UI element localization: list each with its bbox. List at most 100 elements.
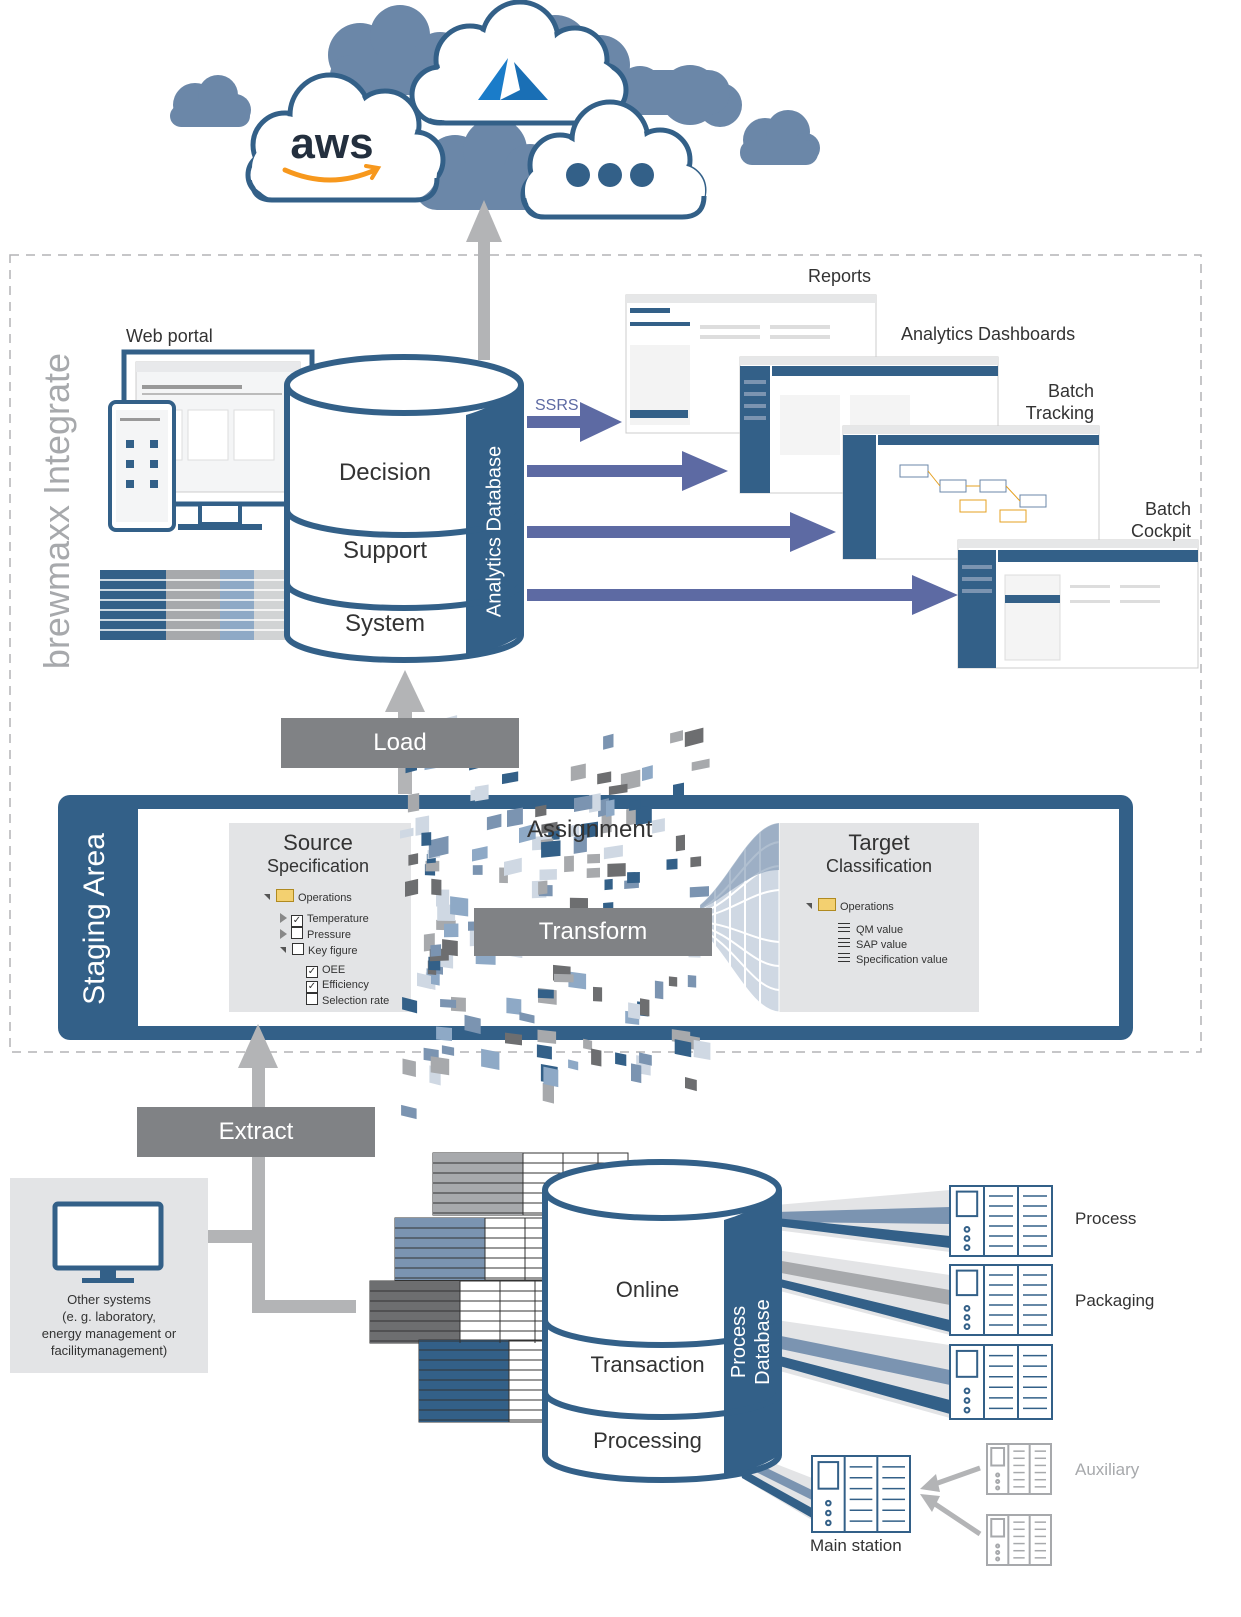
assignment-tile bbox=[580, 821, 599, 839]
source-root-label: Operations bbox=[298, 892, 352, 904]
batch-cockpit-line1: Batch bbox=[1144, 499, 1191, 519]
assignment-tile bbox=[689, 886, 709, 898]
assignment-tile bbox=[441, 1045, 455, 1056]
target-item-label: QM value bbox=[856, 924, 904, 936]
assignment-tile bbox=[568, 1059, 579, 1071]
arrow-to-dashboards bbox=[527, 451, 728, 491]
assignment-tile bbox=[652, 818, 665, 834]
assignment-tile bbox=[604, 878, 613, 891]
analytics-table-illustration bbox=[100, 570, 294, 640]
assignment-tile bbox=[569, 897, 589, 909]
analytics-database-label: Analytics Database bbox=[483, 445, 506, 618]
assignment-tile bbox=[608, 783, 628, 796]
assignment-tile bbox=[405, 878, 419, 897]
auxiliary-station-icon bbox=[986, 1443, 1052, 1495]
process-database bbox=[542, 1159, 782, 1483]
assignment-tile bbox=[607, 863, 626, 877]
auxiliary-station-label: Auxiliary bbox=[1075, 1460, 1140, 1479]
assignment-tile bbox=[690, 856, 702, 868]
assignment-tile bbox=[507, 807, 523, 828]
assignment-tile bbox=[666, 858, 678, 870]
source-item-label: Temperature bbox=[307, 913, 369, 925]
target-item-sap-value[interactable]: SAP value bbox=[838, 938, 948, 953]
checkbox-checked-icon[interactable]: ✓ bbox=[306, 966, 318, 978]
source-tree: Operations ✓ Temperature Pressure Key fig… bbox=[264, 889, 389, 1007]
target-item-specification-value[interactable]: Specification value bbox=[838, 953, 948, 968]
assignment-tile bbox=[474, 784, 489, 802]
source-subitem-selection-rate[interactable]: Selection rate bbox=[306, 993, 395, 1009]
checkbox-checked-icon[interactable]: ✓ bbox=[291, 915, 303, 927]
load-label: Load bbox=[281, 718, 519, 768]
process-layer-processing: Processing bbox=[593, 1428, 702, 1453]
assignment-tile bbox=[601, 814, 612, 834]
collapsed-icon bbox=[280, 929, 287, 939]
aws-cloud: aws bbox=[245, 72, 446, 203]
assignment-tile bbox=[639, 1052, 652, 1066]
packaging-station-icon bbox=[949, 1264, 1053, 1336]
assignment-tile bbox=[541, 821, 558, 834]
assignment-tile bbox=[472, 846, 488, 862]
main-station-icon bbox=[811, 1455, 911, 1533]
checkbox-icon[interactable] bbox=[306, 993, 318, 1005]
assignment-tile bbox=[519, 823, 536, 844]
source-subitem-efficiency[interactable]: ✓Efficiency bbox=[306, 978, 395, 993]
assignment-tile bbox=[603, 733, 614, 750]
source-subitem-oee[interactable]: ✓OEE bbox=[306, 963, 395, 978]
assignment-tile bbox=[428, 835, 449, 859]
analytics-output-arrows bbox=[527, 402, 958, 615]
target-subtitle: Classification bbox=[825, 856, 933, 876]
process-layer-transaction: Transaction bbox=[590, 1352, 705, 1377]
process-database-line1: Process bbox=[728, 1305, 750, 1379]
small-cloud-right bbox=[740, 110, 820, 165]
assignment-tile bbox=[674, 1039, 692, 1058]
assignment-tile bbox=[628, 1002, 641, 1020]
source-item-key-figure[interactable]: Key figure bbox=[280, 943, 369, 959]
assignment-tile bbox=[408, 853, 419, 866]
assignment-tile bbox=[635, 805, 652, 826]
assignment-tile bbox=[615, 1052, 627, 1067]
assignment-label: Assignment bbox=[527, 816, 653, 843]
assignment-tile bbox=[691, 758, 710, 772]
other-systems-text: Other systems (e. g. laboratory, energy … bbox=[10, 1291, 208, 1359]
assignment-tile bbox=[554, 973, 574, 983]
source-item-label: Key figure bbox=[308, 945, 358, 957]
assignment-tile bbox=[631, 1063, 642, 1084]
target-tree-root[interactable]: Operations bbox=[806, 898, 916, 915]
batch-cockpit-line2: Cockpit bbox=[1130, 521, 1191, 541]
list-leaf-icon bbox=[838, 953, 850, 964]
batch-tracking-line2: Tracking bbox=[1025, 403, 1094, 423]
assignment-tile bbox=[415, 815, 430, 836]
auxiliary-station-icon bbox=[986, 1514, 1052, 1566]
ssrs-label: SSRS bbox=[535, 397, 579, 414]
analytics-database bbox=[284, 354, 524, 663]
assignment-tile bbox=[431, 878, 442, 896]
target-item-qm-value[interactable]: QM value bbox=[838, 923, 948, 938]
target-title: Target bbox=[848, 830, 910, 855]
source-tree-root[interactable]: Operations bbox=[264, 889, 353, 906]
assignment-tile bbox=[481, 1048, 500, 1070]
source-item-pressure[interactable]: Pressure bbox=[280, 927, 369, 943]
assignment-tile bbox=[539, 868, 557, 881]
checkbox-checked-icon[interactable]: ✓ bbox=[306, 981, 318, 993]
source-item-temperature[interactable]: ✓ Temperature bbox=[280, 912, 369, 927]
station-icon bbox=[949, 1344, 1053, 1420]
assignment-tile bbox=[597, 771, 612, 785]
assignment-tile bbox=[687, 975, 697, 988]
assignment-tile bbox=[587, 853, 601, 864]
assignment-tile bbox=[519, 1011, 535, 1024]
target-item-label: SAP value bbox=[856, 939, 908, 951]
transform-label: Transform bbox=[474, 908, 712, 956]
assignment-tile bbox=[593, 986, 603, 1002]
integrate-frame bbox=[9, 254, 1202, 1053]
assignment-tile bbox=[541, 840, 561, 858]
list-leaf-icon bbox=[838, 938, 850, 949]
checkbox-icon[interactable] bbox=[291, 927, 303, 939]
collapsed-icon bbox=[280, 913, 287, 923]
assignment-tile bbox=[670, 730, 683, 744]
assignment-tile bbox=[536, 1044, 552, 1060]
checkbox-icon[interactable] bbox=[292, 943, 304, 955]
expand-icon bbox=[280, 947, 286, 953]
cloud-upload-arrow bbox=[466, 200, 502, 360]
other-systems-line1: Other systems bbox=[67, 1292, 151, 1307]
arrow-to-reports bbox=[527, 402, 622, 442]
